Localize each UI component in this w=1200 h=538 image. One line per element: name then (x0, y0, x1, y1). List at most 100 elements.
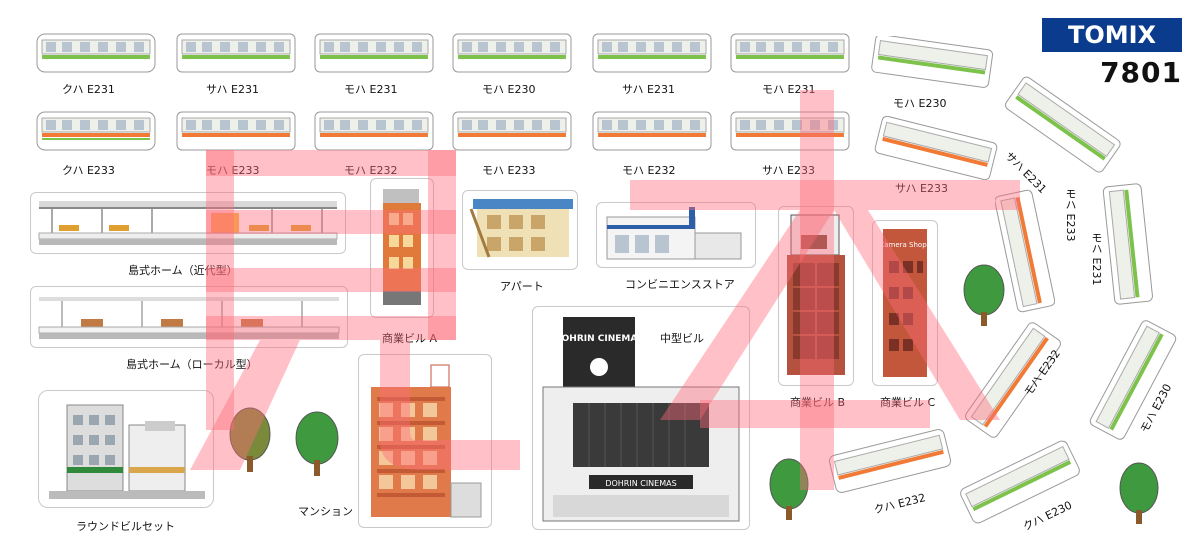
cinema-building-icon: DOHRIN CINEMAS DOHRIN CINEMAS (542, 317, 740, 522)
commercial-c-label: 商業ビル C (880, 396, 936, 409)
brand-block: TOMIX 7801 (1042, 18, 1182, 88)
car-label: クハ E233 (62, 164, 115, 177)
logo-text: TOMIX (1068, 21, 1157, 49)
train-car-green-icon (960, 440, 1080, 524)
car-label: サハ E231 (206, 83, 260, 96)
tree-icon (229, 407, 271, 472)
train-car-orange-icon (36, 111, 156, 151)
train-car-sticker (452, 108, 572, 154)
train-car-sticker (956, 440, 1084, 528)
train-car-sticker (592, 30, 712, 76)
train-car-sticker (1000, 72, 1125, 181)
car-label: モハ E233 (206, 164, 260, 177)
mansion-sticker (358, 354, 492, 528)
train-car-green-icon (36, 33, 156, 73)
tree-icon (295, 411, 339, 476)
train-car-green-icon (730, 33, 850, 73)
train-car-sticker (314, 30, 434, 76)
car-label: モハ E233 (1064, 188, 1077, 242)
train-car-orange-icon (828, 429, 952, 493)
convenience-store-icon (606, 207, 742, 260)
car-label: モハ E231 (1090, 232, 1103, 286)
convenience-store-label: コンビニエンスストア (625, 278, 735, 291)
train-car-sticker (176, 30, 296, 76)
car-label: クハ E231 (62, 83, 115, 96)
tree-icon (963, 264, 1005, 326)
commercial-a-icon (383, 189, 421, 305)
platform-modern-label: 島式ホーム（近代型） (128, 264, 238, 277)
mid-building-sticker: DOHRIN CINEMAS DOHRIN CINEMAS (532, 306, 750, 530)
train-car-orange-icon (730, 111, 850, 151)
tree-icon (769, 458, 809, 520)
platform-modern-icon (38, 201, 338, 245)
commercial-c-icon: Camera Shop (879, 229, 927, 377)
car-label: モハ E231 (762, 83, 816, 96)
train-car-sticker (872, 115, 1000, 184)
train-car-sticker (958, 318, 1068, 446)
train-car-sticker (452, 30, 572, 76)
round-building-set-icon (49, 404, 205, 499)
train-car-sticker (1078, 318, 1188, 446)
commercial-b-sticker (778, 206, 854, 386)
train-car-sticker (730, 30, 850, 76)
apartment-icon (469, 199, 573, 258)
cinema-sign-text: DOHRIN CINEMAS (554, 334, 644, 344)
car-label: モハ E230 (482, 83, 536, 96)
convenience-store-sticker (596, 202, 756, 268)
car-label: サハ E233 (895, 182, 949, 195)
apartment-label: アパート (500, 280, 544, 293)
platform-local-label: 島式ホーム（ローカル型） (126, 358, 258, 371)
tomix-logo: TOMIX (1042, 18, 1182, 52)
round-building-set-sticker (38, 390, 214, 508)
train-car-green-icon (592, 33, 712, 73)
car-label: サハ E233 (762, 164, 816, 177)
train-car-sticker (592, 108, 712, 154)
commercial-a-label: 商業ビル A (382, 332, 438, 345)
train-car-sticker (730, 108, 850, 154)
train-car-orange-icon (965, 322, 1061, 438)
platform-local-sticker (30, 286, 348, 348)
train-car-sticker (826, 426, 954, 500)
train-car-sticker (1100, 180, 1156, 314)
train-car-sticker (36, 30, 156, 76)
train-car-green-icon (176, 33, 296, 73)
train-car-green-icon (1005, 76, 1121, 173)
train-car-orange-icon (314, 111, 434, 151)
commercial-b-icon (787, 214, 845, 375)
train-car-green-icon (452, 33, 572, 73)
train-car-green-icon (871, 34, 994, 88)
product-number: 7801 (1100, 56, 1182, 89)
commercial-a-sticker (370, 178, 434, 318)
car-label: モハ E232 (344, 164, 398, 177)
train-car-green-icon (1102, 183, 1153, 305)
car-label: モハ E233 (482, 164, 536, 177)
round-building-set-label: ラウンドビルセット (76, 520, 175, 533)
train-car-orange-icon (994, 189, 1056, 313)
platform-local-icon (38, 297, 340, 339)
train-car-sticker (176, 108, 296, 154)
car-label: モハ E231 (344, 83, 398, 96)
platform-modern-sticker (30, 192, 346, 254)
train-car-green-icon (1089, 320, 1177, 440)
commercial-b-label: 商業ビル B (790, 396, 846, 409)
train-car-sticker (870, 34, 994, 92)
train-car-orange-icon (176, 111, 296, 151)
tree-icon (1119, 462, 1159, 524)
mid-building-label: 中型ビル (660, 332, 704, 345)
mansion-label: マンション (298, 505, 353, 518)
car-label: モハ E230 (893, 97, 947, 110)
train-car-sticker (36, 108, 156, 154)
train-car-sticker (314, 108, 434, 154)
car-label: サハ E231 (622, 83, 676, 96)
mansion-icon (371, 364, 482, 518)
car-label: モハ E232 (622, 164, 676, 177)
shop-sign: Camera Shop (879, 241, 927, 249)
train-car-orange-icon (452, 111, 572, 151)
commercial-c-sticker: Camera Shop (872, 220, 938, 386)
train-car-sticker (994, 188, 1056, 320)
train-car-orange-icon (592, 111, 712, 151)
train-car-orange-icon (874, 115, 998, 181)
apartment-sticker (462, 190, 578, 270)
train-car-green-icon (314, 33, 434, 73)
